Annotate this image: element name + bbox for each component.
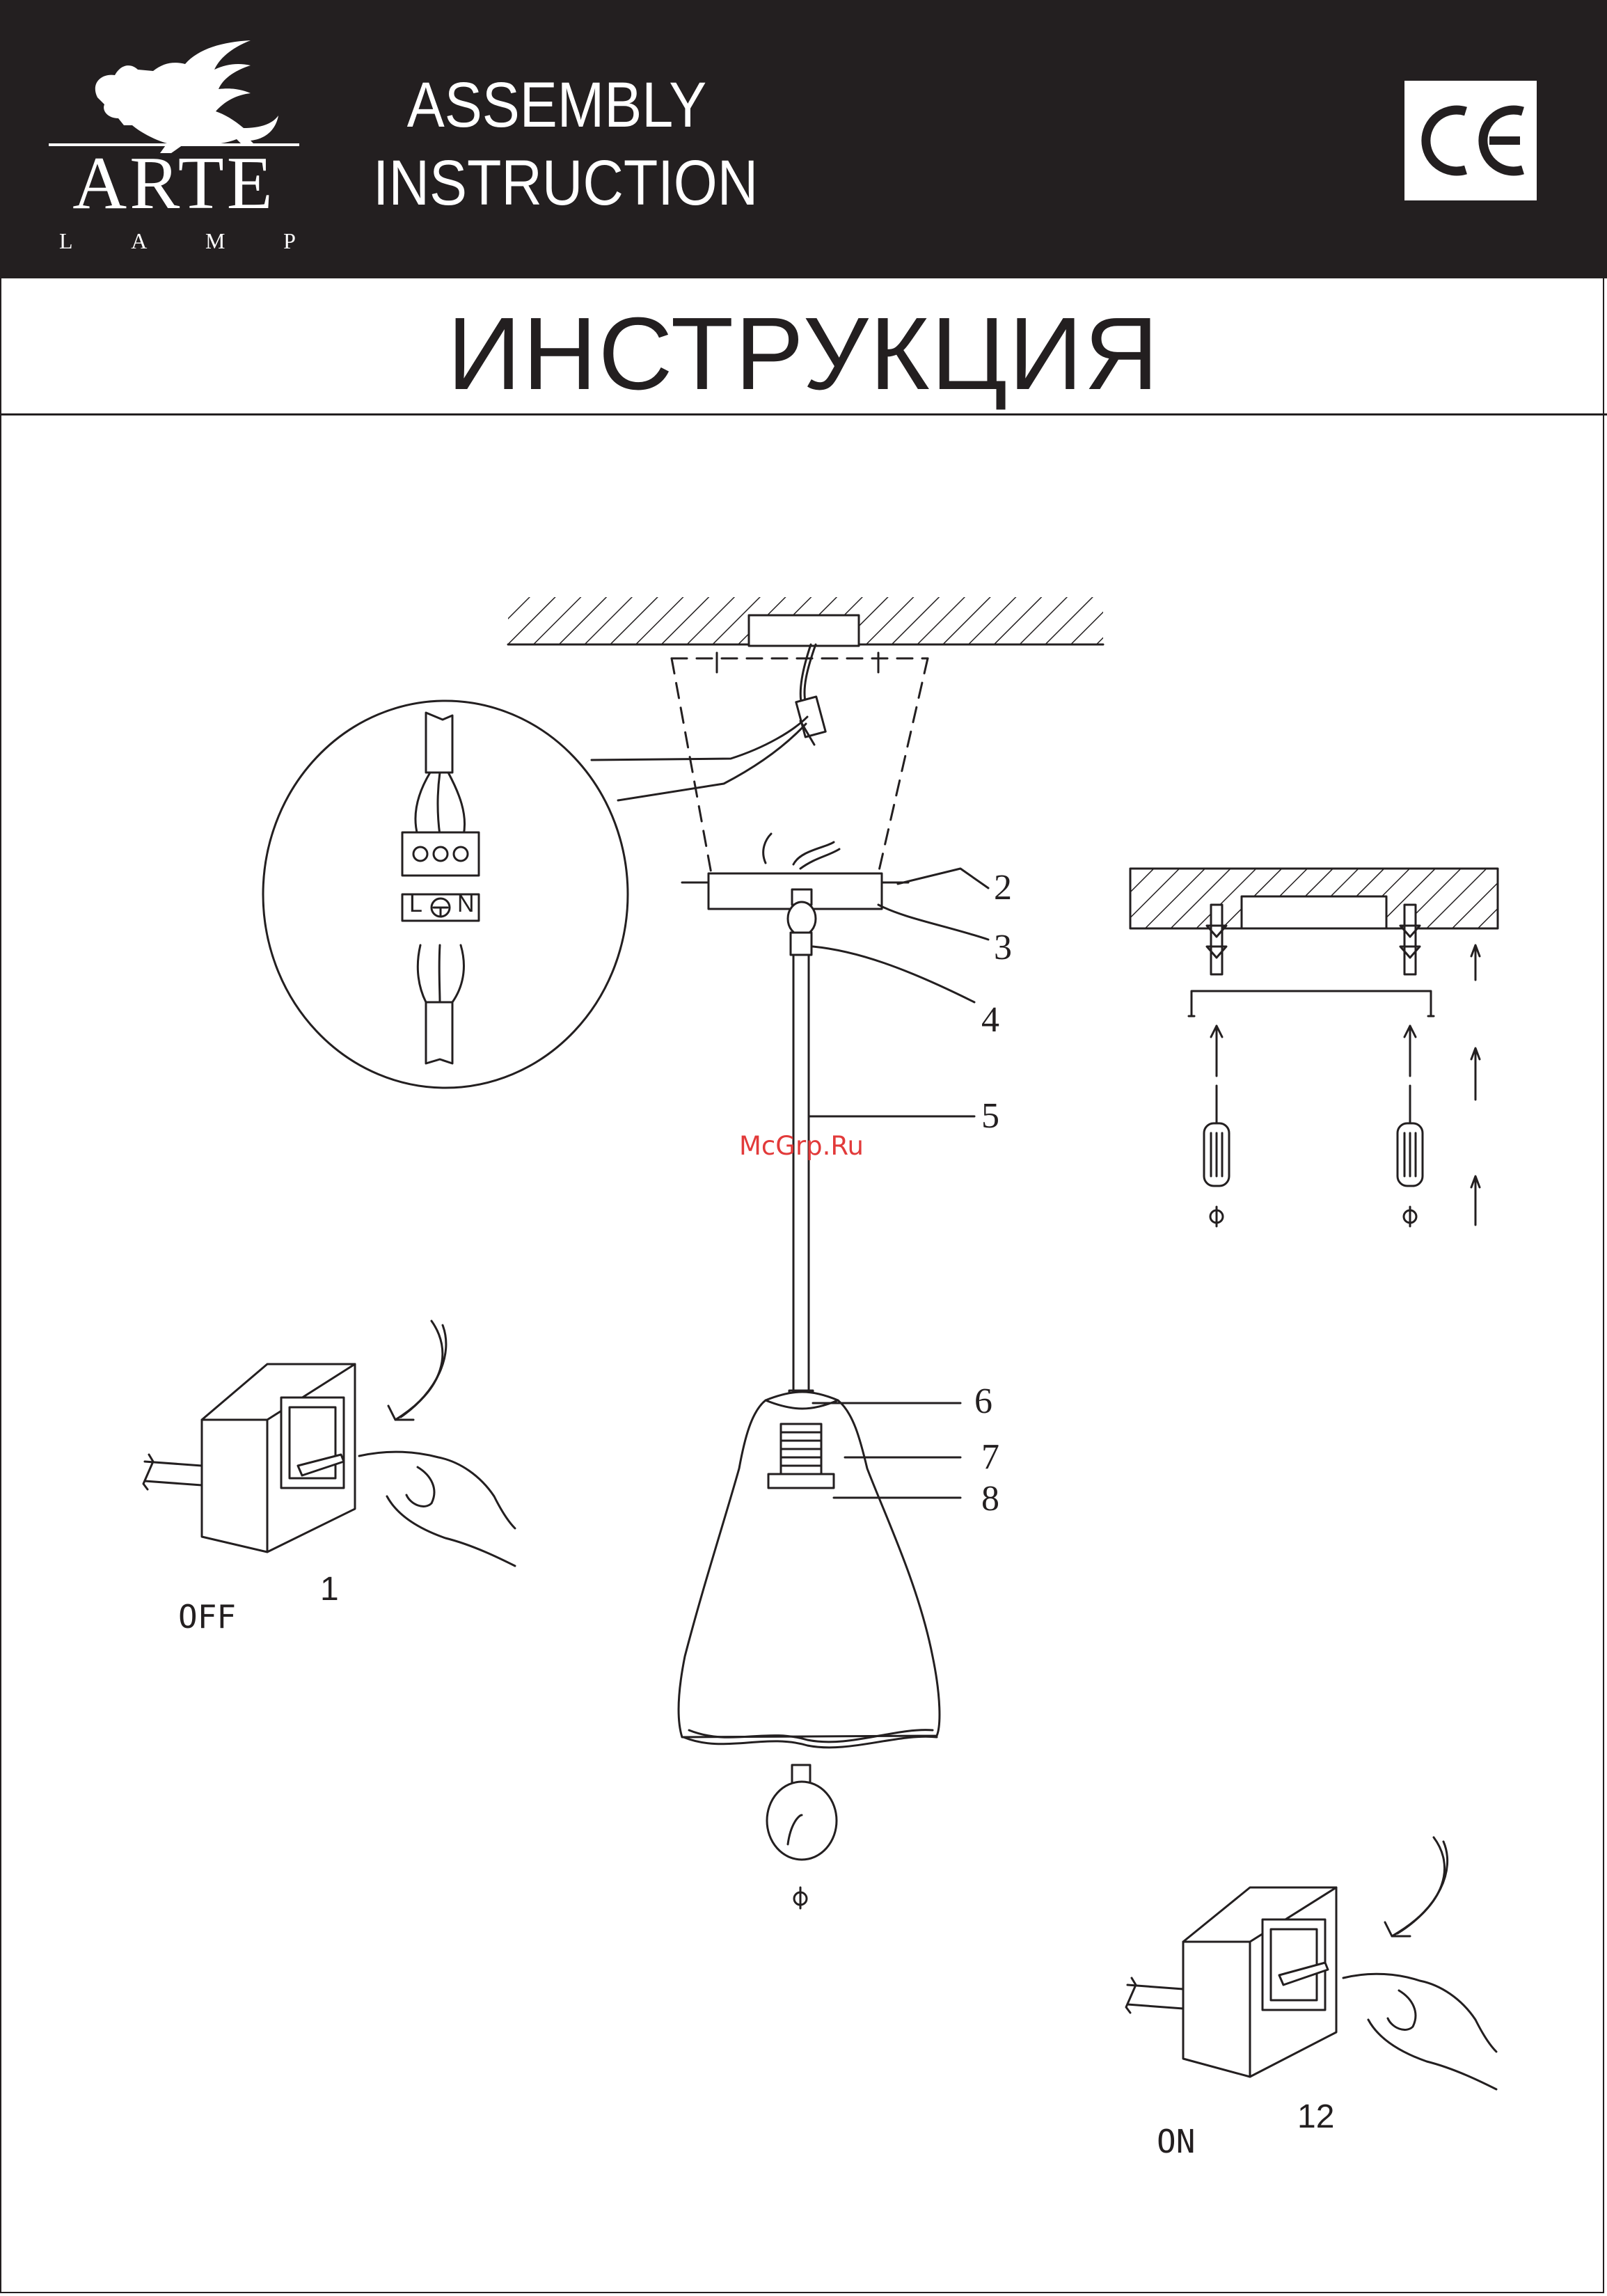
screwdriver-left <box>1204 1086 1229 1226</box>
callout-4: 4 <box>981 1002 999 1038</box>
ceiling-mounting-detail <box>1130 869 1498 1226</box>
light-bulb <box>767 1765 837 1908</box>
wall-switch-off <box>143 1321 515 1566</box>
canopy <box>672 653 928 873</box>
ceiling <box>508 597 1103 646</box>
step-number-1: 1 <box>320 1573 339 1606</box>
step-number-12: 12 <box>1297 2100 1334 2134</box>
up-arrow-icon <box>1471 945 1480 980</box>
callout-leaders <box>809 869 988 1498</box>
screwdriver-right <box>1398 1086 1423 1226</box>
callout-3: 3 <box>994 930 1012 966</box>
callout-7: 7 <box>981 1439 999 1475</box>
terminal-label-live: L <box>409 892 422 916</box>
up-arrow-icon <box>1471 1176 1480 1225</box>
up-arrow-icon <box>1471 1048 1480 1100</box>
terminal-block-magnifier <box>263 701 628 1088</box>
lamp-shade <box>679 1392 940 1748</box>
switch-off-label: OFF <box>178 1601 236 1633</box>
callout-2: 2 <box>994 870 1012 906</box>
callout-5: 5 <box>981 1098 999 1134</box>
switch-on-label: ON <box>1157 2125 1195 2158</box>
watermark: McGrp.Ru <box>739 1133 864 1159</box>
wall-switch-on <box>1126 1837 1496 2089</box>
terminal-label-neutral: N <box>457 892 475 916</box>
callout-6: 6 <box>974 1384 992 1420</box>
callout-8: 8 <box>981 1481 999 1517</box>
